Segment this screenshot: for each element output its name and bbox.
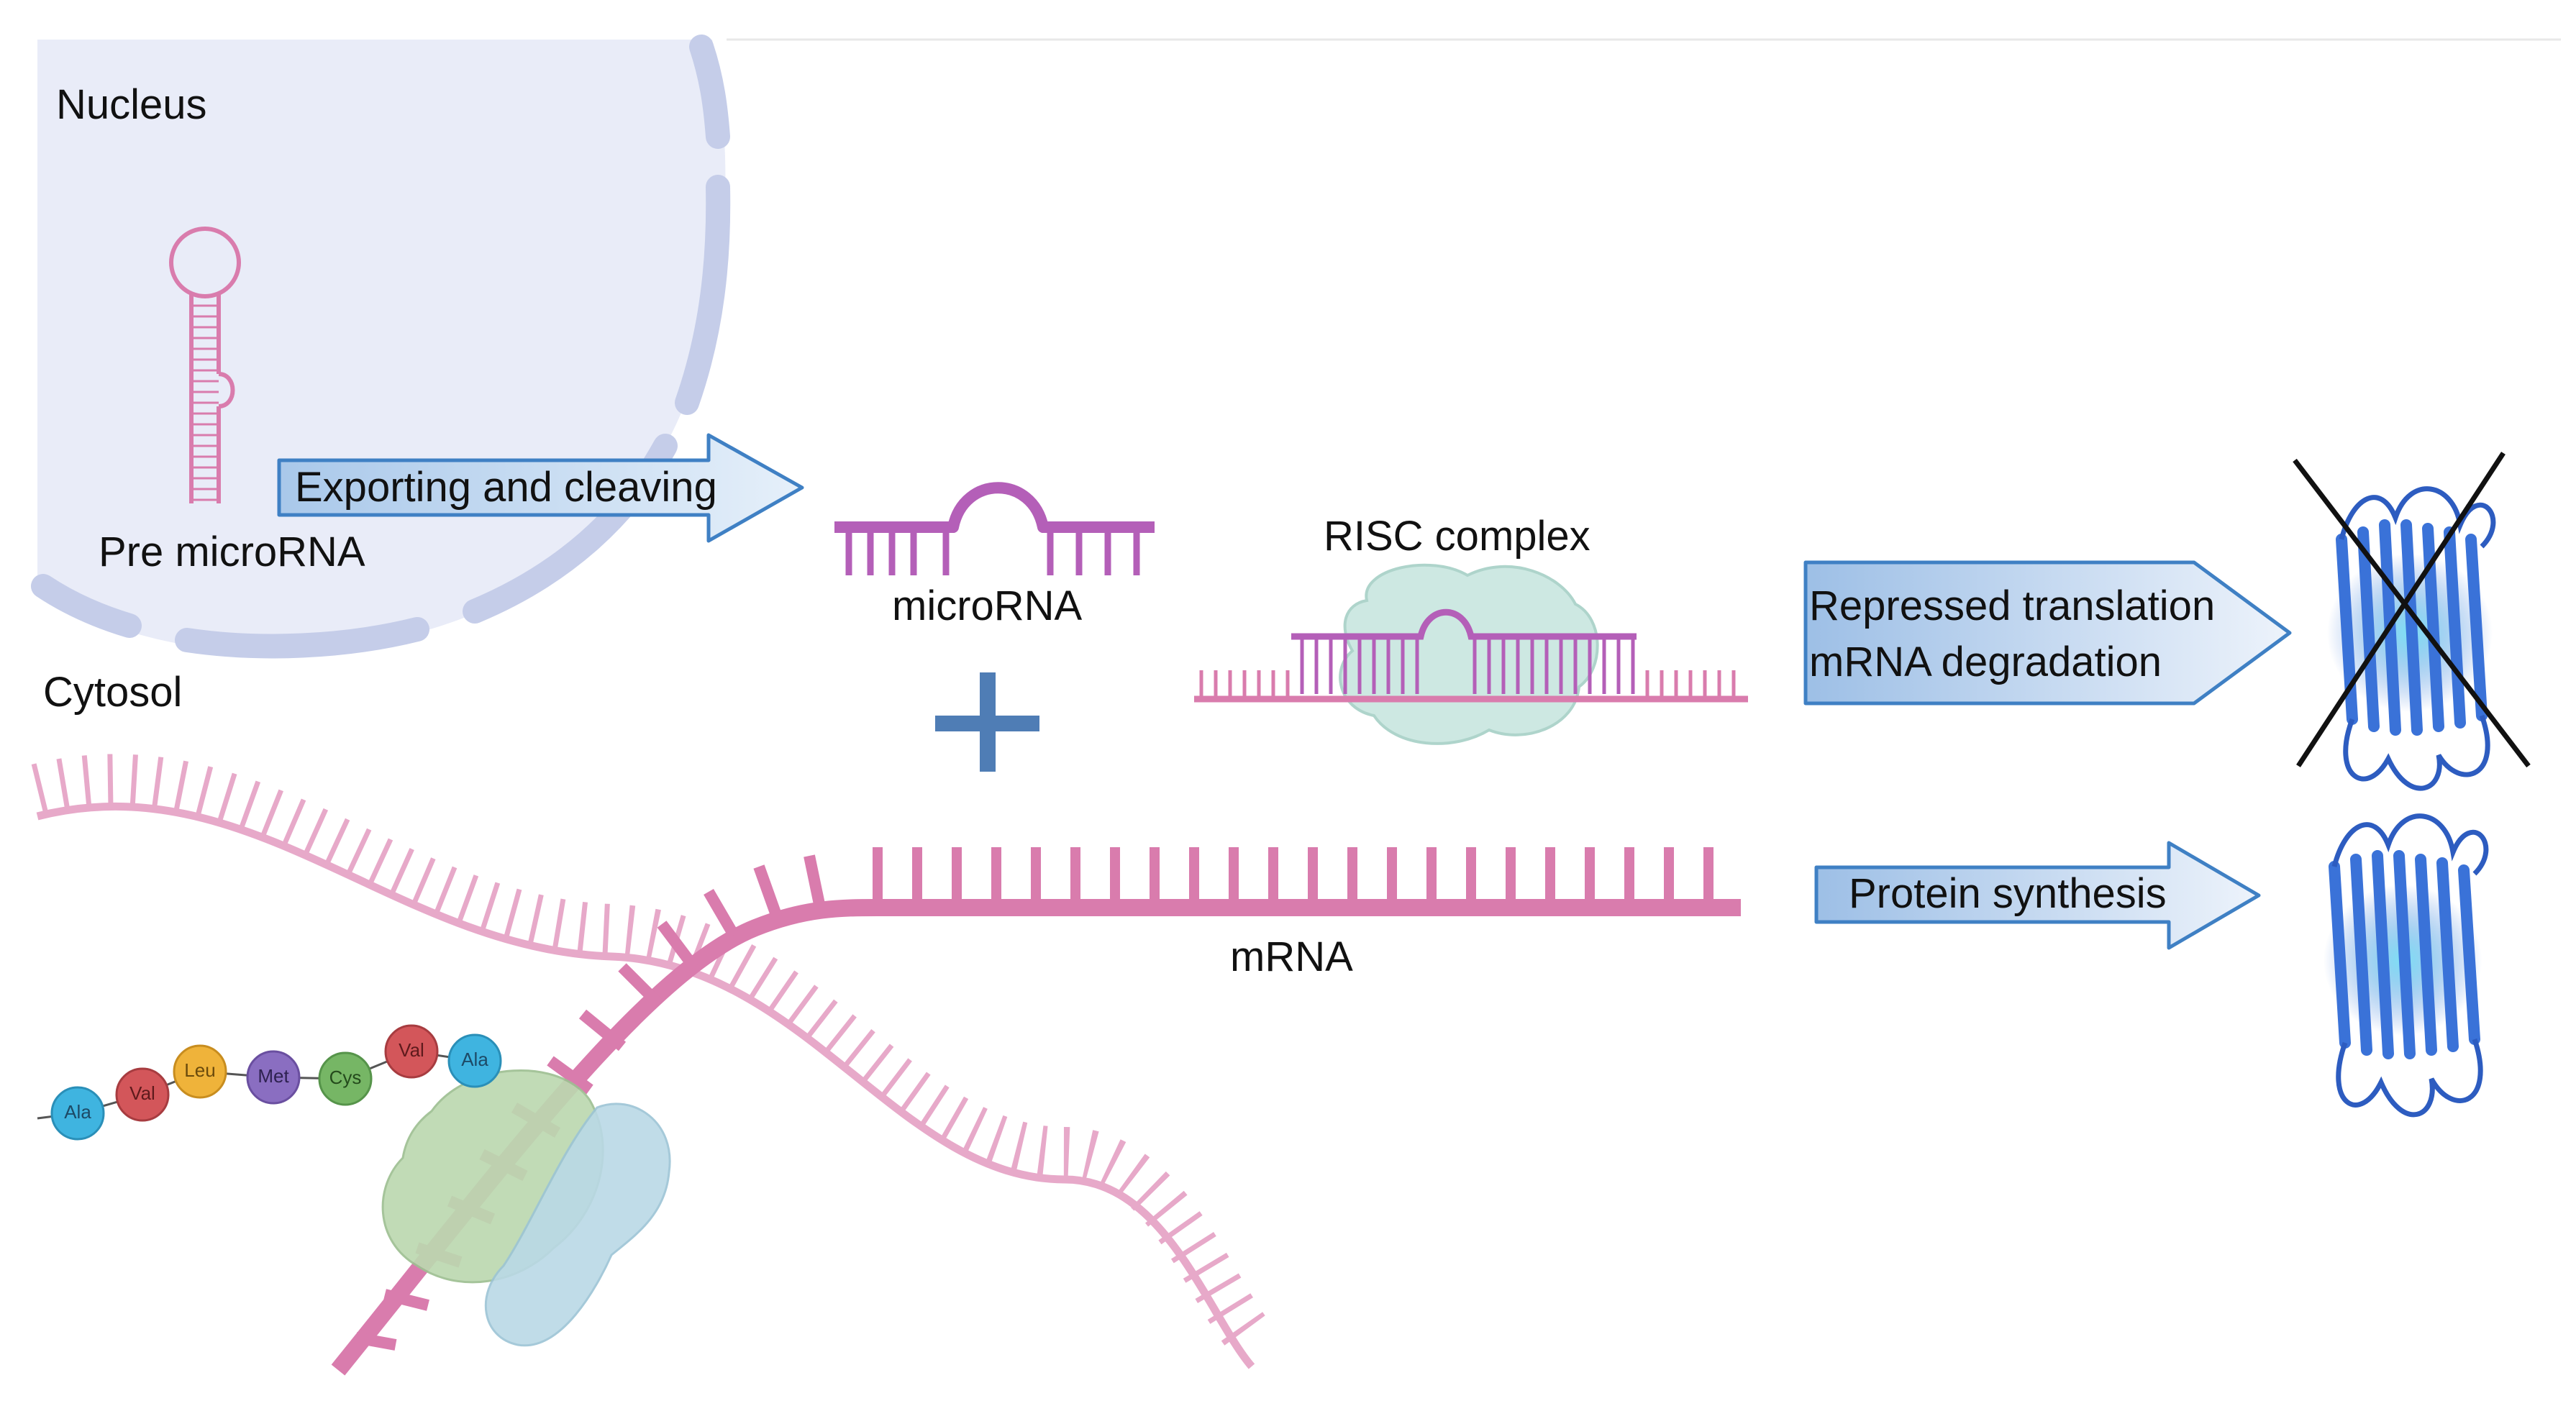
peptide-chain: Ala Val Leu Met Cys Val Ala	[37, 1024, 502, 1141]
amino-acid-3-label: Leu	[184, 1059, 215, 1081]
pre-microrna-label: Pre microRNA	[99, 529, 365, 575]
background-mrna-strand	[31, 754, 1272, 1369]
protein-synthesized	[2324, 813, 2489, 1118]
cytosol-label: Cytosol	[43, 669, 182, 716]
risc-complex-label: RISC complex	[1324, 513, 1590, 560]
repressed-translation-arrow: Repressed translation mRNA degradation	[1803, 560, 2292, 706]
protein-synthesis-arrow: Protein synthesis	[1814, 841, 2261, 950]
protein-synthesis-label: Protein synthesis	[1849, 870, 2167, 917]
amino-acid-5-label: Cys	[329, 1067, 362, 1088]
microrna-label: microRNA	[892, 583, 1083, 629]
amino-acid-4: Met	[246, 1050, 301, 1105]
repressed-arrow-line1: Repressed translation	[1809, 583, 2215, 629]
x-cross-icon	[2293, 452, 2531, 768]
plus-icon	[935, 672, 1039, 772]
ribosome-small-subunit	[484, 1103, 671, 1347]
risc-complex	[1194, 563, 1748, 745]
nucleus-label: Nucleus	[56, 81, 207, 128]
pre-microrna-hairpin	[169, 227, 241, 503]
microrna-strand	[834, 482, 1155, 575]
amino-acid-1-label: Ala	[64, 1101, 91, 1123]
amino-acid-7: Ala	[447, 1033, 502, 1088]
amino-acid-2: Val	[115, 1067, 170, 1122]
export-arrow: Exporting and cleaving	[277, 433, 804, 543]
amino-acid-6-label: Val	[399, 1039, 424, 1061]
amino-acid-2-label: Val	[129, 1082, 155, 1104]
mrna-label: mRNA	[1230, 933, 1353, 980]
export-arrow-label: Exporting and cleaving	[295, 464, 717, 511]
amino-acid-1: Ala	[50, 1086, 105, 1141]
amino-acid-3: Leu	[173, 1044, 227, 1099]
amino-acid-4-label: Met	[258, 1065, 289, 1087]
amino-acid-7-label: Ala	[461, 1049, 488, 1070]
amino-acid-6: Val	[384, 1024, 439, 1079]
amino-acid-5: Cys	[318, 1051, 373, 1106]
ribosome	[381, 1069, 671, 1347]
repressed-arrow-line2: mRNA degradation	[1809, 639, 2162, 685]
